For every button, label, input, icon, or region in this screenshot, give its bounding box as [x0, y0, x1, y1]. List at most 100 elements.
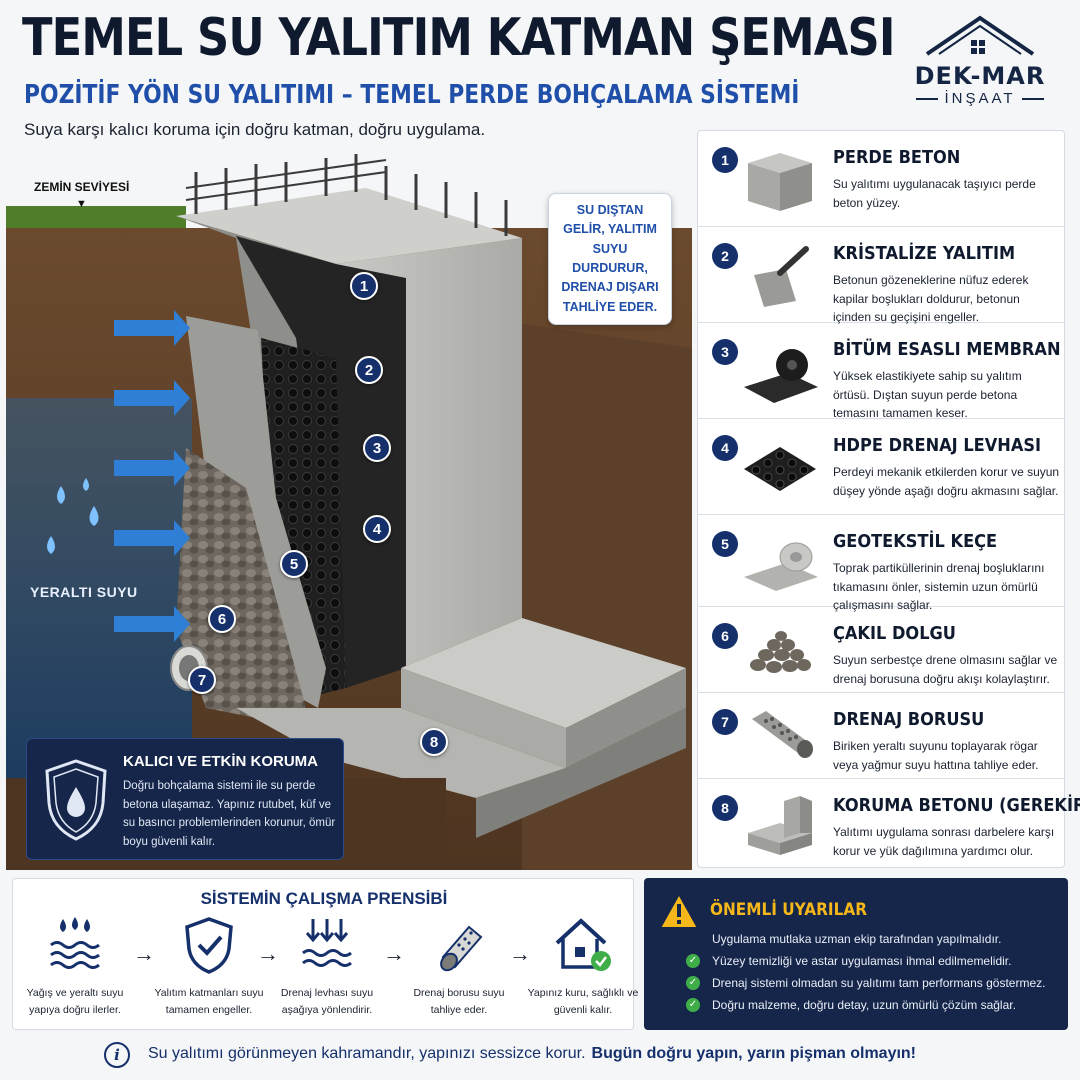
permanent-protection-box: KALICI VE ETKİN KORUMA Doğru bohçalama s… — [26, 738, 344, 860]
layer-item-kristalize: 2 KRİSTALİZE YALITIM Betonun gözenekleri… — [698, 227, 1066, 324]
layer-item-drenaj-borusu: 7 DRENAJ BORUSU Biriken yeraltı suyunu t… — [698, 693, 1066, 779]
warning-text: Uygulama mutlaka uzman ekip tarafından y… — [712, 932, 1002, 946]
flow-callout: SU DIŞTAN GELİR, YALITIM SUYU DURDURUR, … — [548, 193, 672, 325]
layer-description: Betonun gözeneklerine nüfuz ederek kapil… — [833, 273, 1029, 325]
flow-callout-text: SU DIŞTAN GELİR, YALITIM SUYU DURDURUR, … — [561, 202, 659, 314]
working-principle-panel: SİSTEMİN ÇALIŞMA PRENSİBİ Yağış ve yeral… — [12, 878, 638, 1030]
warning-item: Uygulama mutlaka uzman ekip tarafından y… — [686, 928, 1062, 950]
marker-6: 6 — [208, 605, 236, 633]
arrow-right-icon: → — [133, 941, 155, 966]
principle-title: SİSTEMİN ÇALIŞMA PRENSİBİ — [200, 889, 448, 908]
footer-strong-text: Bugün doğru yapın, yarın pişman olmayın! — [591, 1045, 917, 1062]
check-icon: ✓ — [686, 954, 700, 968]
layer-number: 7 — [712, 709, 738, 735]
layer-description: Perdeyi mekanik etkilerden korur ve suyu… — [833, 465, 1060, 498]
trowel-icon — [754, 246, 809, 307]
footer: i Su yalıtımı görünmeyen kahramandır, ya… — [0, 1036, 1080, 1080]
arrow-right-icon: → — [257, 941, 279, 966]
warning-item: ✓ Yüzey temizliği ve astar uygulaması ihm… — [686, 950, 1062, 972]
step-text: Yalıtım katmanları suyu tamamen engeller… — [154, 987, 264, 1016]
principle-step-4: Drenaj borusu suyu tahliye eder. — [401, 915, 517, 1025]
layer-description: Yüksek elastikiyete sahip su yalıtım ört… — [833, 369, 1022, 421]
layer-title: KORUMA BETONU (GEREKİRSE) — [833, 795, 1080, 816]
pipe-icon — [440, 925, 483, 972]
warning-text: Doğru malzeme, doğru detay, uzun ömürlü … — [712, 998, 1016, 1012]
layer-list: 1 PERDE BETON Su yalıtımı uygulanacak ta… — [697, 130, 1080, 869]
marker-5: 5 — [280, 550, 308, 578]
warnings-title: ÖNEMLİ UYARILAR — [710, 900, 867, 920]
warning-triangle-icon — [658, 892, 700, 929]
layer-item-cakil: 6 ÇAKIL DOLGU Suyun serbestçe drene olma… — [698, 607, 1066, 693]
step-text: Yağış ve yeraltı suyu yapıya doğru ilerl… — [26, 987, 124, 1016]
layer-number: 8 — [712, 795, 738, 821]
layer-title: PERDE BETON — [833, 147, 961, 168]
layer-title: DRENAJ BORUSU — [833, 709, 985, 730]
company-logo: DEK-MAR İNŞAAT — [905, 10, 1055, 110]
hdpe-sheet-icon — [744, 447, 816, 491]
foundation-illustration — [6, 148, 692, 870]
warning-item: ✓ Drenaj sistemi olmadan su yalıtımı tam … — [686, 972, 1062, 994]
layer-description: Su yalıtımı uygulanacak taşıyıcı perde b… — [833, 177, 1036, 210]
layer-item-geotekstil: 5 GEOTEKSTİL KEÇE Toprak partiküllerinin… — [698, 515, 1066, 612]
important-warnings-panel: ÖNEMLİ UYARILAR Uygulama mutlaka uzman e… — [644, 878, 1068, 1030]
water-drops-icon — [50, 917, 100, 969]
layer-description: Suyun serbestçe drene olmasını sağlar ve… — [833, 653, 1058, 686]
layer-number: 3 — [712, 339, 738, 365]
layer-number: 4 — [712, 435, 738, 461]
check-icon: ✓ — [686, 998, 700, 1012]
l-concrete-icon — [748, 796, 812, 855]
warning-item: ✓ Doğru malzeme, doğru detay, uzun ömürlü… — [686, 994, 1062, 1016]
layer-title: HDPE DRENAJ LEVHASI — [833, 435, 1042, 456]
house-check-icon — [555, 918, 611, 971]
layer-item-bitum-membran: 3 BİTÜM ESASLI MEMBRAN Yüksek elastikiye… — [698, 323, 1066, 420]
layer-item-perde-beton: 1 PERDE BETON Su yalıtımı uygulanacak ta… — [698, 131, 1066, 227]
layer-number: 2 — [712, 243, 738, 269]
logo-name: DEK-MAR — [914, 62, 1046, 90]
concrete-block-icon — [748, 153, 812, 211]
layer-number: 1 — [712, 147, 738, 173]
membrane-roll-icon — [744, 349, 818, 403]
house-roof-icon — [925, 15, 1035, 56]
info-icon: i — [104, 1042, 130, 1068]
down-arrows-icon — [302, 919, 352, 967]
ground-level-arrow-icon: ▼ — [76, 198, 87, 210]
marker-4: 4 — [363, 515, 391, 543]
layer-description: Yalıtımı uygulama sonrası darbelere karş… — [833, 825, 1055, 858]
layer-item-hdpe: 4 HDPE DRENAJ LEVHASI Perdeyi mekanik et… — [698, 419, 1066, 515]
layer-item-koruma-betonu: 8 KORUMA BETONU (GEREKİRSE) Yalıtımı uyg… — [698, 779, 1080, 869]
arrow-right-icon: → — [383, 941, 405, 966]
layer-title: GEOTEKSTİL KEÇE — [833, 531, 998, 552]
warnings-list: Uygulama mutlaka uzman ekip tarafından y… — [686, 928, 1062, 1016]
groundwater-label: YERALTI SUYU — [30, 584, 138, 600]
shield-check-icon — [185, 917, 233, 974]
step-text: Drenaj levhası suyu aşağıya yönlendirir. — [280, 987, 374, 1016]
marker-7: 7 — [188, 666, 216, 694]
footer-message: Su yalıtımı görünmeyen kahramandır, yapı… — [148, 1045, 916, 1063]
page-title: TEMEL SU YALITIM KATMAN ŞEMASI — [22, 8, 896, 68]
layer-number: 6 — [712, 623, 738, 649]
principle-step-3: Drenaj levhası suyu aşağıya yönlendirir. — [269, 915, 385, 1025]
arrow-right-icon: → — [509, 941, 531, 966]
step-text: Yapınız kuru, sağlıklı ve güvenli kalır. — [527, 987, 639, 1016]
warning-text: Drenaj sistemi olmadan su yalıtımı tam p… — [712, 976, 1046, 990]
warning-text: Yüzey temizliği ve astar uygulaması ihma… — [712, 954, 1012, 968]
header: TEMEL SU YALITIM KATMAN ŞEMASI POZİTİF Y… — [0, 0, 1080, 139]
layer-description: Toprak partiküllerinin drenaj boşlukları… — [833, 561, 1045, 613]
marker-3: 3 — [363, 434, 391, 462]
marker-8: 8 — [420, 728, 448, 756]
drain-pipe-icon — [752, 711, 813, 758]
shield-water-icon — [45, 759, 107, 841]
foundation-cross-section: 1 2 3 4 5 6 7 8 — [6, 148, 692, 870]
layer-title: ÇAKIL DOLGU — [833, 623, 956, 644]
marker-2: 2 — [355, 356, 383, 384]
layer-number: 5 — [712, 531, 738, 557]
footer-text: Su yalıtımı görünmeyen kahramandır, yapı… — [148, 1045, 586, 1062]
marker-1: 1 — [350, 272, 378, 300]
check-icon: ✓ — [686, 976, 700, 990]
layer-description: Biriken yeraltı suyunu toplayarak rögar … — [833, 739, 1039, 772]
gravel-pile-icon — [750, 631, 811, 673]
layer-title: KRİSTALİZE YALITIM — [833, 243, 1016, 264]
permanent-protection-title: KALICI VE ETKİN KORUMA — [123, 753, 318, 770]
permanent-protection-text: Doğru bohçalama sistemi ile su perde bet… — [123, 780, 336, 848]
step-text: Drenaj borusu suyu tahliye eder. — [413, 987, 505, 1016]
